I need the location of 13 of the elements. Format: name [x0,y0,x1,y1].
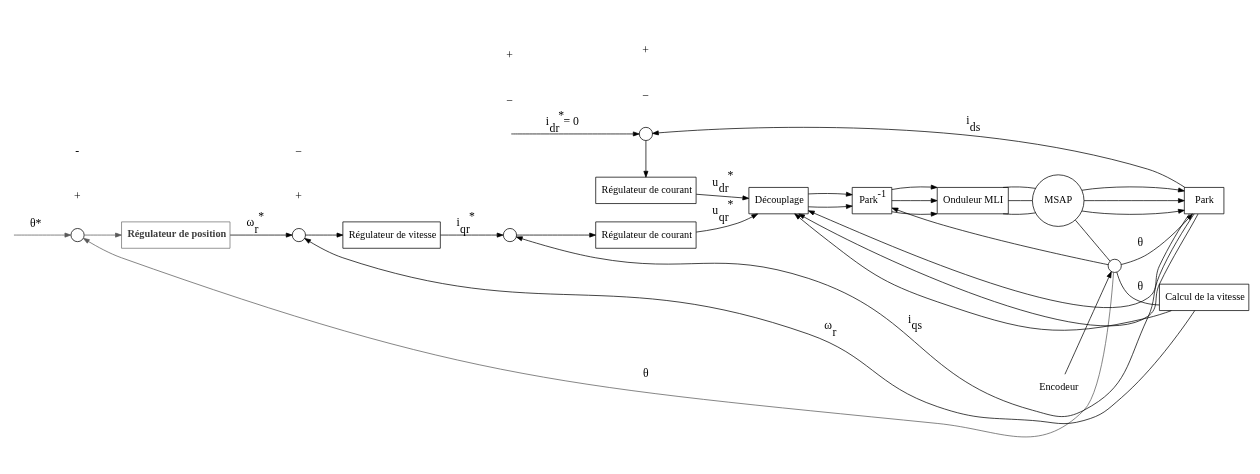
label: + [642,43,649,57]
node-text: Encodeur [1039,380,1079,392]
edge-label: θ [1137,279,1144,293]
edge-label: θ [1137,235,1144,249]
label: + [73,189,81,203]
label: + [295,189,302,203]
label: − [295,144,302,158]
edge-label: θ [642,366,649,380]
edge-label: θ* [29,216,42,230]
label: − [642,88,649,102]
label: − [506,93,513,107]
label: + [506,48,513,62]
label: - [75,144,80,158]
